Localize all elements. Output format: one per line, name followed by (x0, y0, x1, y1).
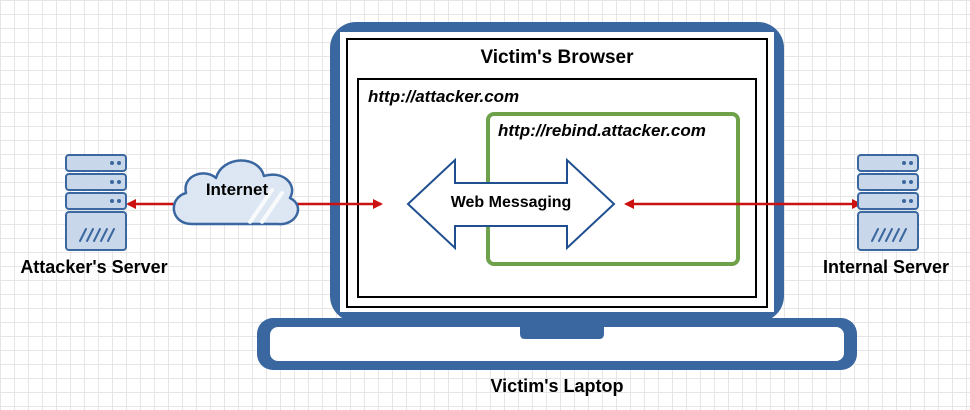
laptop-screen-inner (340, 32, 774, 312)
browser-window-frame (346, 38, 768, 308)
laptop-base-inner (270, 327, 844, 361)
laptop-label: Victim's Laptop (490, 376, 624, 396)
attacker-server-icon (65, 154, 127, 251)
laptop-trackpad-notch (520, 327, 604, 339)
internet-label: Internet (205, 180, 269, 199)
internal-server-icon (857, 154, 919, 251)
internal-server-label: Internal Server (822, 257, 950, 277)
attacker-server-label: Attacker's Server (20, 257, 168, 277)
web-messaging-label: Web Messaging (450, 194, 572, 211)
web-messaging-arrow (406, 157, 616, 251)
browser-title: Victim's Browser (480, 47, 634, 68)
rebind-origin-label: http://rebind.attacker.com (498, 121, 706, 140)
attacker-origin-label: http://attacker.com (368, 87, 520, 106)
attacker-origin-frame (357, 78, 757, 298)
cloud-icon (172, 159, 300, 226)
